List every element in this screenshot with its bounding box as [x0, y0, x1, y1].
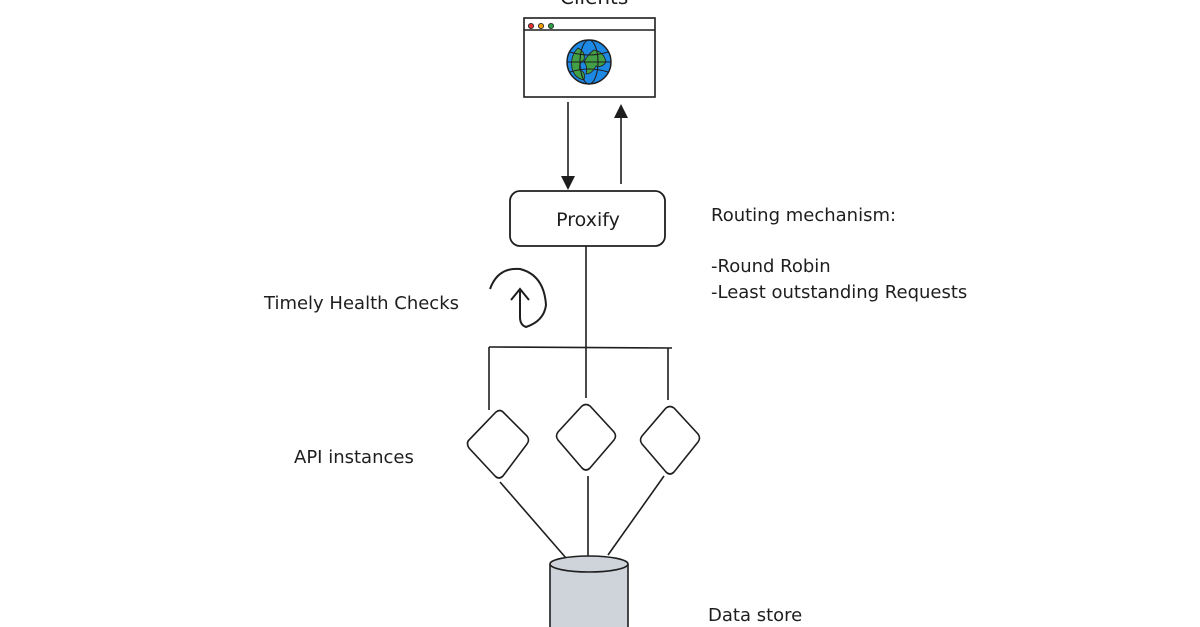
routing-mechanism-note: Routing mechanism: -Round Robin -Least o… — [711, 205, 967, 303]
health-check-loop-icon — [489, 267, 548, 329]
data-store-label: Data store — [708, 605, 802, 626]
routing-title: Routing mechanism: — [711, 205, 896, 226]
proxy-node: Proxify — [509, 190, 666, 247]
clients-label: Clients — [560, 0, 628, 9]
routing-option-least-outstanding: -Least outstanding Requests — [711, 282, 967, 303]
globe-icon — [566, 39, 612, 85]
window-close-dot — [528, 22, 535, 29]
response-arrow — [614, 104, 628, 184]
data-store-cylinder — [549, 555, 629, 627]
request-arrow — [561, 102, 575, 190]
client-browser-window — [523, 17, 656, 98]
datastore-connections — [499, 475, 665, 559]
window-minimize-dot — [538, 22, 545, 29]
proxy-label: Proxify — [556, 209, 620, 231]
api-instances-label: API instances — [294, 447, 414, 468]
window-maximize-dot — [548, 22, 555, 29]
health-checks-label: Timely Health Checks — [263, 293, 459, 314]
routing-option-round-robin: -Round Robin — [711, 256, 831, 277]
api-instance-2 — [555, 403, 617, 471]
api-instance-1 — [466, 409, 530, 479]
distribution-lines — [488, 346, 673, 410]
api-instance-3 — [639, 405, 701, 475]
